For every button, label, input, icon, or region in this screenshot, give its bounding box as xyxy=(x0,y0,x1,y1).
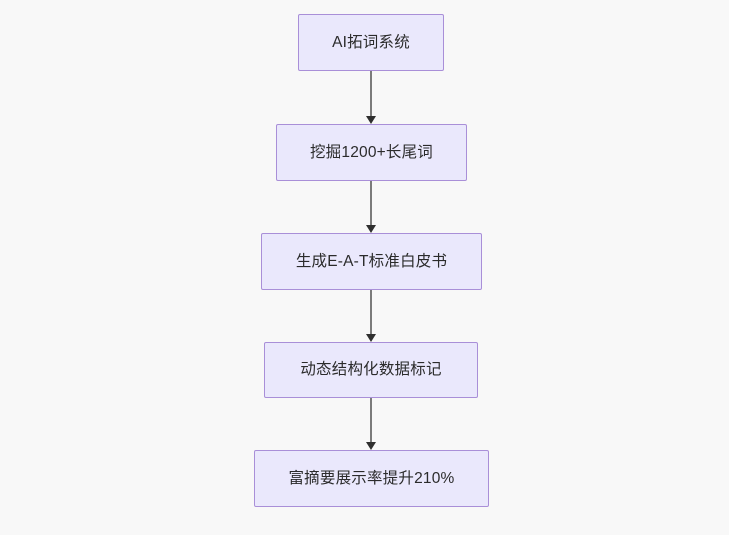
flow-node-label: 挖掘1200+长尾词 xyxy=(309,143,434,161)
flow-node-label: 动态结构化数据标记 xyxy=(300,361,442,379)
flow-edge-n1-n2 xyxy=(365,71,376,124)
flow-node-label: 富摘要展示率提升210% xyxy=(288,469,455,487)
flow-node-mine-longtail-keywords[interactable]: 挖掘1200+长尾词 xyxy=(276,124,467,181)
flow-node-label: 生成E-A-T标准白皮书 xyxy=(295,252,448,270)
edge-line xyxy=(370,290,372,334)
arrowhead-icon xyxy=(365,334,376,342)
flow-node-generate-eat-whitepaper[interactable]: 生成E-A-T标准白皮书 xyxy=(261,233,482,290)
edge-line xyxy=(370,71,372,116)
flow-node-rich-snippet-impression-lift[interactable]: 富摘要展示率提升210% xyxy=(254,450,489,507)
arrowhead-icon xyxy=(365,116,376,124)
flow-node-dynamic-structured-data-markup[interactable]: 动态结构化数据标记 xyxy=(264,342,478,398)
flow-edge-n4-n5 xyxy=(365,398,376,450)
flow-node-ai-keyword-system[interactable]: AI拓词系统 xyxy=(298,14,444,71)
edge-line xyxy=(370,398,372,442)
flow-edge-n2-n3 xyxy=(365,181,376,233)
flow-edge-n3-n4 xyxy=(365,290,376,342)
edge-line xyxy=(370,181,372,225)
flow-node-label: AI拓词系统 xyxy=(332,33,410,51)
arrowhead-icon xyxy=(365,442,376,450)
arrowhead-icon xyxy=(365,225,376,233)
